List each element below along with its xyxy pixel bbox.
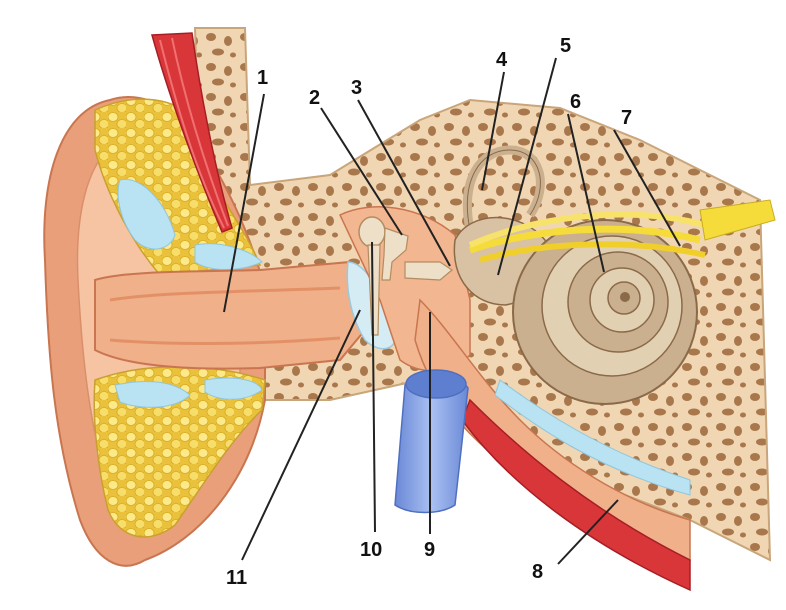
label-10: 10	[360, 539, 382, 561]
label-2: 2	[309, 87, 320, 109]
blue-tube-opening	[406, 370, 466, 398]
label-3: 3	[351, 77, 362, 99]
label-11: 11	[226, 567, 247, 589]
label-7: 7	[621, 107, 632, 129]
label-8: 8	[532, 561, 543, 583]
label-5: 5	[560, 35, 571, 57]
label-9: 9	[424, 539, 435, 561]
label-1: 1	[257, 67, 268, 89]
label-4: 4	[496, 49, 508, 71]
label-6: 6	[570, 91, 581, 113]
